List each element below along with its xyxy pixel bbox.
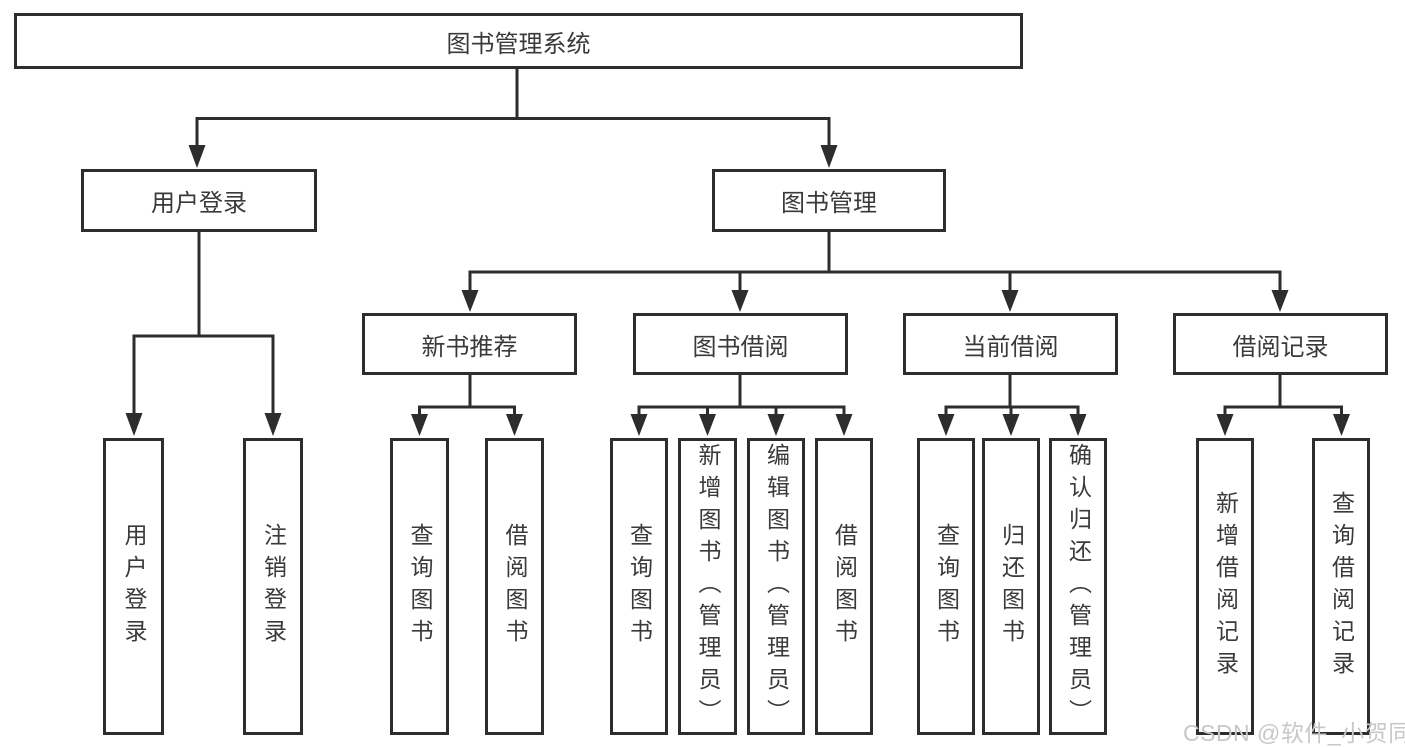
node-label: 当前借阅 [962, 333, 1059, 361]
node-user-login: 用户登录 [81, 169, 317, 232]
tree-root-connectors [188, 67, 838, 168]
node-label: 图书借阅 [692, 333, 789, 361]
tree-user-login-connectors [125, 231, 282, 436]
node-label: 用户登录 [151, 190, 247, 217]
leaf-label: 编辑图书（管理员） [763, 442, 790, 731]
tree-book-mgmt-connectors [461, 231, 1289, 312]
leaf-label: 借阅图书 [502, 522, 528, 651]
tree-new-book-connectors [411, 373, 523, 436]
leaf-label: 查询图书 [407, 522, 433, 651]
node-book-borrowing: 图书借阅 [633, 313, 848, 375]
node-book-management-system: 图书管理系统 [14, 13, 1023, 69]
leaf-user-login: 用户登录 [103, 438, 164, 735]
node-label: 图书管理 [781, 190, 877, 217]
node-label: 借阅记录 [1232, 333, 1329, 361]
tree-borrow-record-connectors [1216, 373, 1350, 436]
leaf-borrow-books-borrowing: 借阅图书 [815, 438, 873, 735]
leaf-label: 新增借阅记录 [1212, 490, 1239, 683]
leaf-confirm-return-admin: 确认归还（管理员） [1049, 438, 1107, 735]
leaf-borrow-books-newbook: 借阅图书 [485, 438, 544, 735]
csdn-watermark: CSDN @软件_小贺同学 [1183, 720, 1405, 746]
leaf-label: 借阅图书 [831, 522, 858, 651]
leaf-label: 新增图书（管理员） [695, 442, 721, 731]
leaf-label: 归还图书 [998, 522, 1025, 651]
node-label: 新书推荐 [421, 333, 518, 361]
leaf-query-borrow-record: 查询借阅记录 [1312, 438, 1370, 735]
leaf-logout: 注销登录 [243, 438, 303, 735]
tree-current-borrow-connectors [937, 373, 1087, 436]
leaf-label: 查询图书 [933, 522, 960, 651]
leaf-add-book-admin: 新增图书（管理员） [678, 438, 737, 735]
leaf-label: 用户登录 [121, 522, 147, 651]
leaf-label: 查询借阅记录 [1328, 490, 1355, 683]
leaf-label: 注销登录 [260, 522, 287, 651]
leaf-query-books-newbook: 查询图书 [390, 438, 449, 735]
leaf-query-books-current: 查询图书 [917, 438, 975, 735]
node-book-management: 图书管理 [712, 169, 946, 232]
tree-book-borrow-connectors [630, 373, 853, 436]
node-current-borrowing: 当前借阅 [903, 313, 1118, 375]
leaf-edit-book-admin: 编辑图书（管理员） [747, 438, 805, 735]
node-new-book-recommend: 新书推荐 [362, 313, 577, 375]
leaf-return-books: 归还图书 [982, 438, 1040, 735]
leaf-label: 查询图书 [626, 522, 653, 651]
leaf-add-borrow-record: 新增借阅记录 [1196, 438, 1254, 735]
leaf-query-books-borrowing: 查询图书 [610, 438, 668, 735]
leaf-label: 确认归还（管理员） [1065, 442, 1092, 731]
node-borrowing-records: 借阅记录 [1173, 313, 1388, 375]
node-label: 图书管理系统 [446, 30, 591, 58]
